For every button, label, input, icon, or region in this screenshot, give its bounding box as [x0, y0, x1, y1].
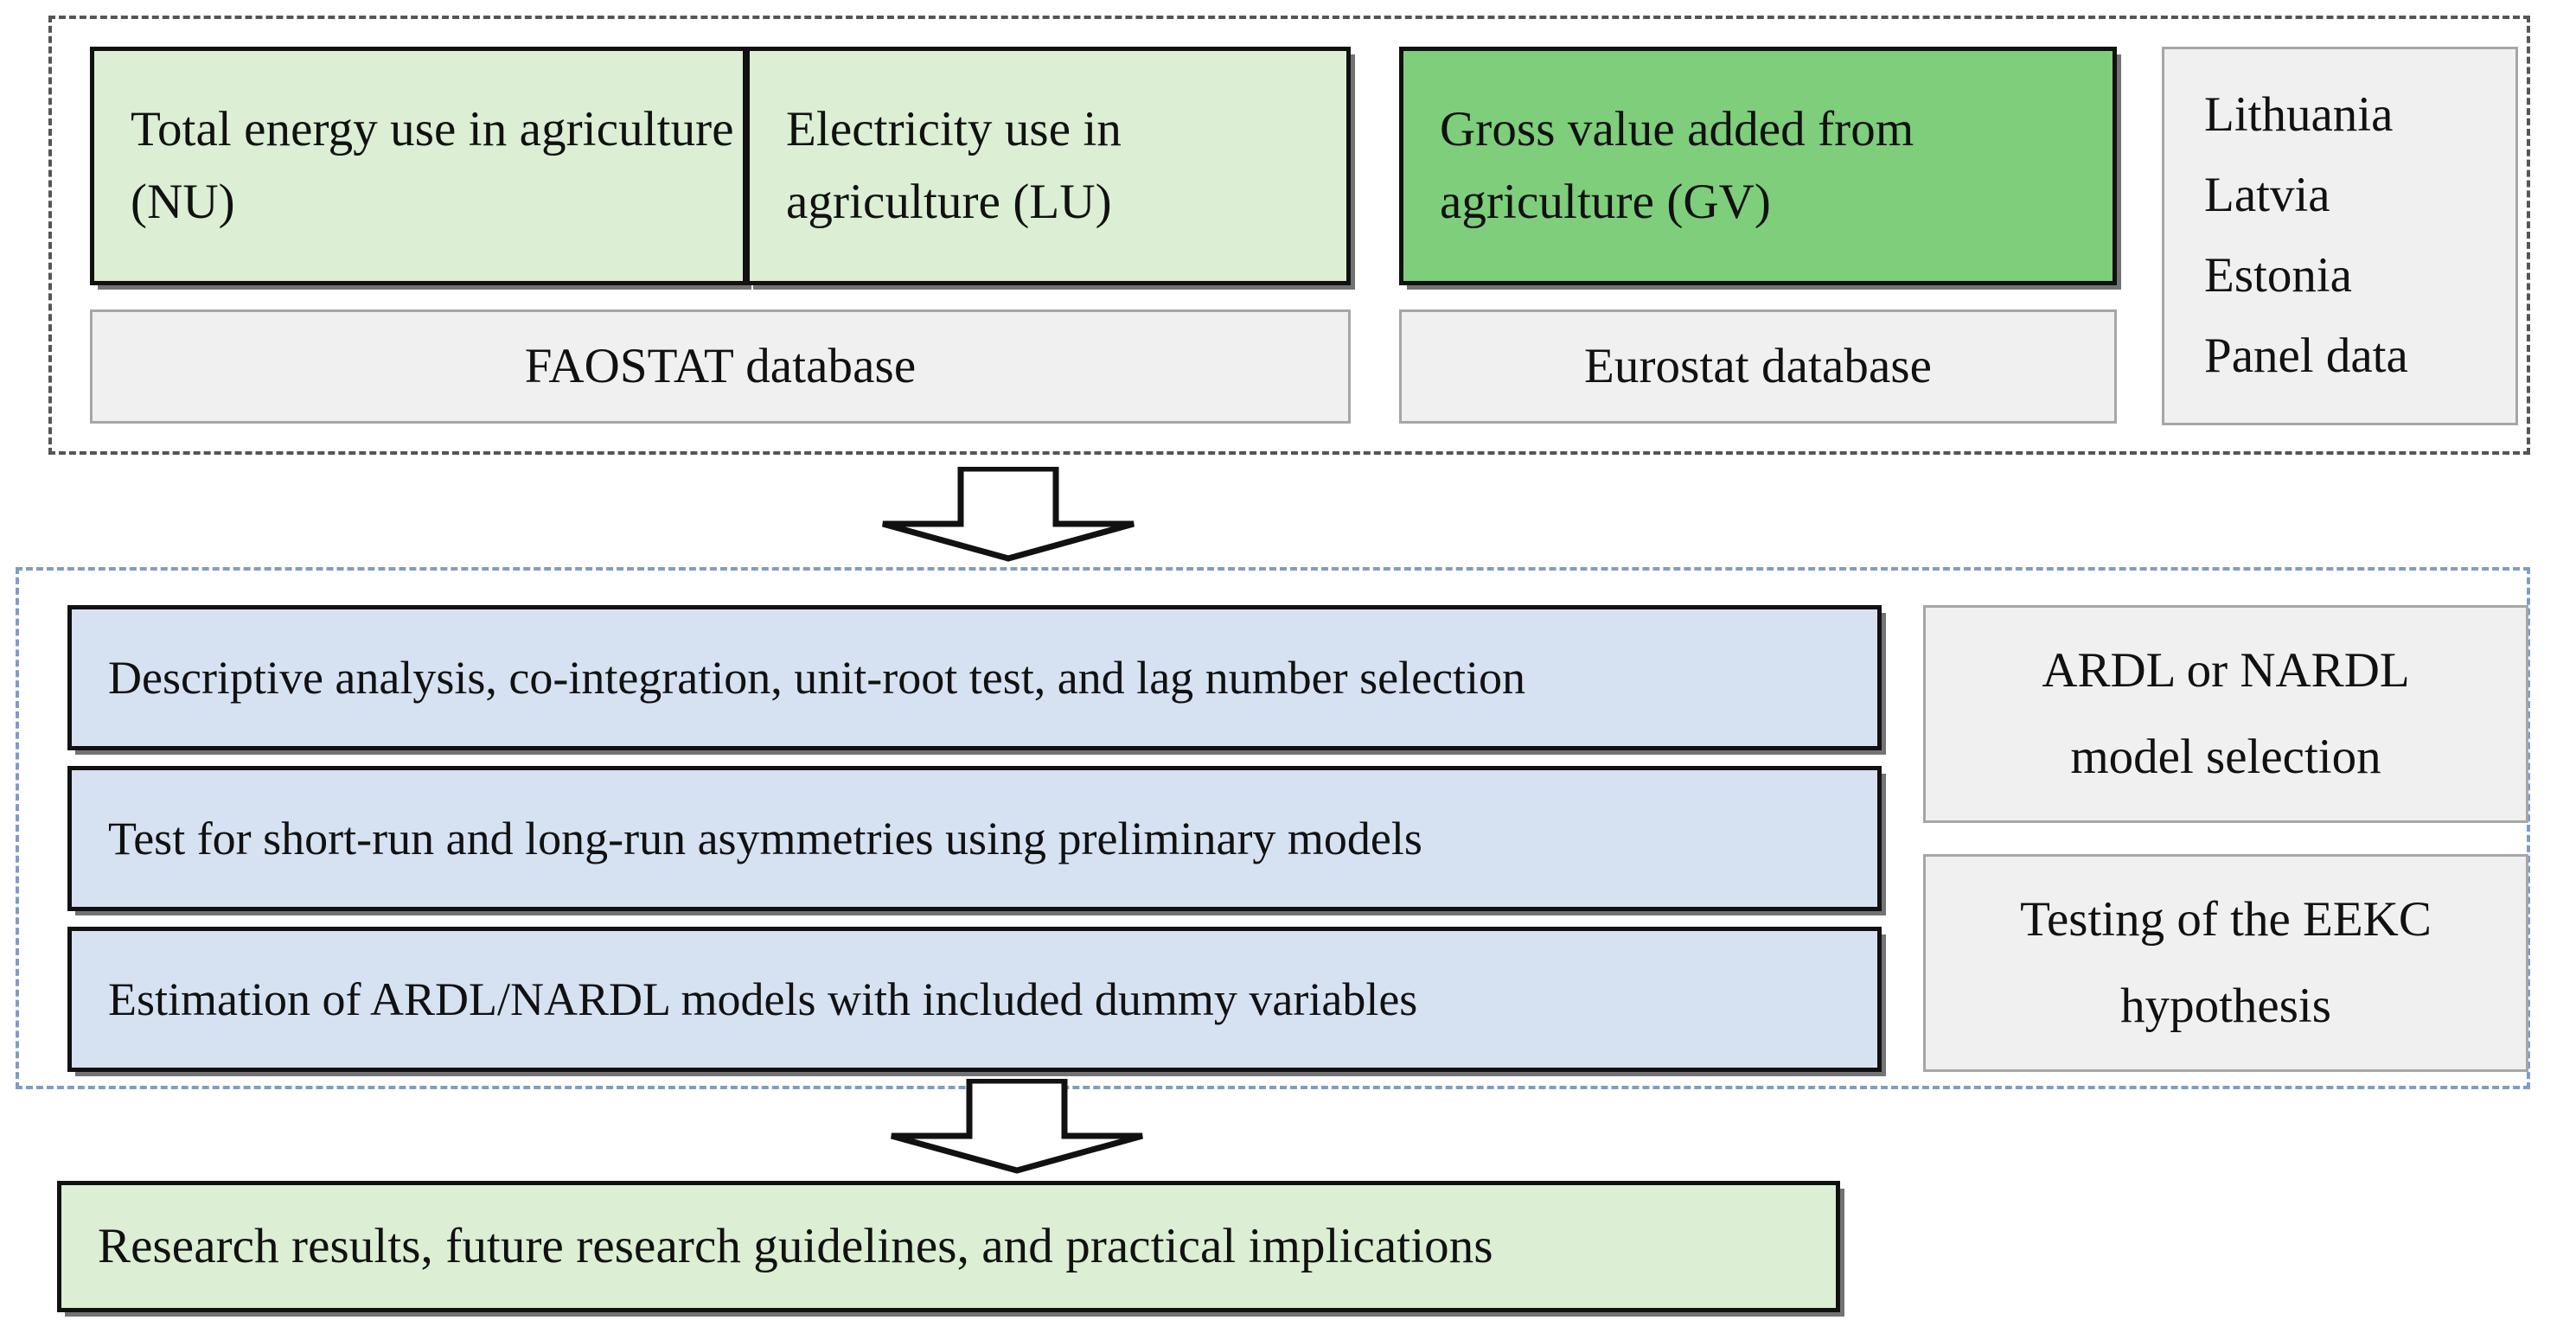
side-note-model-selection-line2: model selection [2070, 730, 2381, 784]
method-step-3[interactable]: Estimation of ARDL/NARDL models with inc… [67, 927, 1882, 1072]
method-step-2[interactable]: Test for short-run and long-run asymmetr… [67, 766, 1882, 911]
arrow-methods-to-output [887, 1077, 1147, 1174]
scope-item-latvia: Latvia [2204, 168, 2330, 223]
variable-box-electricity[interactable]: Electricity use in agriculture (LU) [745, 47, 1351, 285]
scope-panel: Lithuania Latvia Estonia Panel data [2162, 47, 2518, 425]
source-box-eurostat[interactable]: Eurostat database [1399, 309, 2117, 424]
side-note-eekc-hypothesis-text: Testing of the EEKC hypothesis [2020, 877, 2432, 1049]
source-box-faostat-label: FAOSTAT database [524, 338, 917, 393]
arrow-data-to-methods [879, 465, 1138, 562]
variable-box-total-energy-label: Total energy use in agriculture (NU) [131, 101, 734, 229]
scope-item-estonia: Estonia [2204, 248, 2352, 303]
output-box-research-results[interactable]: Research results, future research guidel… [57, 1181, 1840, 1312]
method-step-1[interactable]: Descriptive analysis, co-integration, un… [67, 605, 1882, 750]
variable-box-gross-value-added-label: Gross value added from agriculture (GV) [1440, 101, 1914, 229]
method-step-2-label: Test for short-run and long-run asymmetr… [108, 812, 1422, 864]
side-note-eekc-hypothesis-line2: hypothesis [2120, 979, 2331, 1033]
side-note-model-selection-line1: ARDL or NARDL [2042, 643, 2410, 698]
variable-box-electricity-label: Electricity use in agriculture (LU) [786, 101, 1122, 229]
side-note-eekc-hypothesis-line1: Testing of the EEKC [2020, 892, 2432, 947]
method-step-1-label: Descriptive analysis, co-integration, un… [108, 651, 1526, 704]
side-note-model-selection-text: ARDL or NARDL model selection [2042, 628, 2409, 800]
source-box-eurostat-label: Eurostat database [1583, 338, 1933, 393]
side-note-eekc-hypothesis[interactable]: Testing of the EEKC hypothesis [1923, 854, 2528, 1072]
data-stage-container [48, 16, 2530, 455]
variable-box-total-energy[interactable]: Total energy use in agriculture (NU) [90, 47, 747, 285]
variable-box-gross-value-added[interactable]: Gross value added from agriculture (GV) [1399, 47, 2117, 285]
side-note-model-selection[interactable]: ARDL or NARDL model selection [1923, 605, 2528, 823]
output-box-research-results-label: Research results, future research guidel… [98, 1218, 1493, 1273]
source-box-faostat[interactable]: FAOSTAT database [90, 309, 1351, 424]
methods-stage-container [16, 567, 2530, 1089]
scope-item-panel-data: Panel data [2204, 328, 2408, 384]
method-step-3-label: Estimation of ARDL/NARDL models with inc… [108, 973, 1418, 1025]
scope-item-lithuania: Lithuania [2204, 87, 2394, 143]
